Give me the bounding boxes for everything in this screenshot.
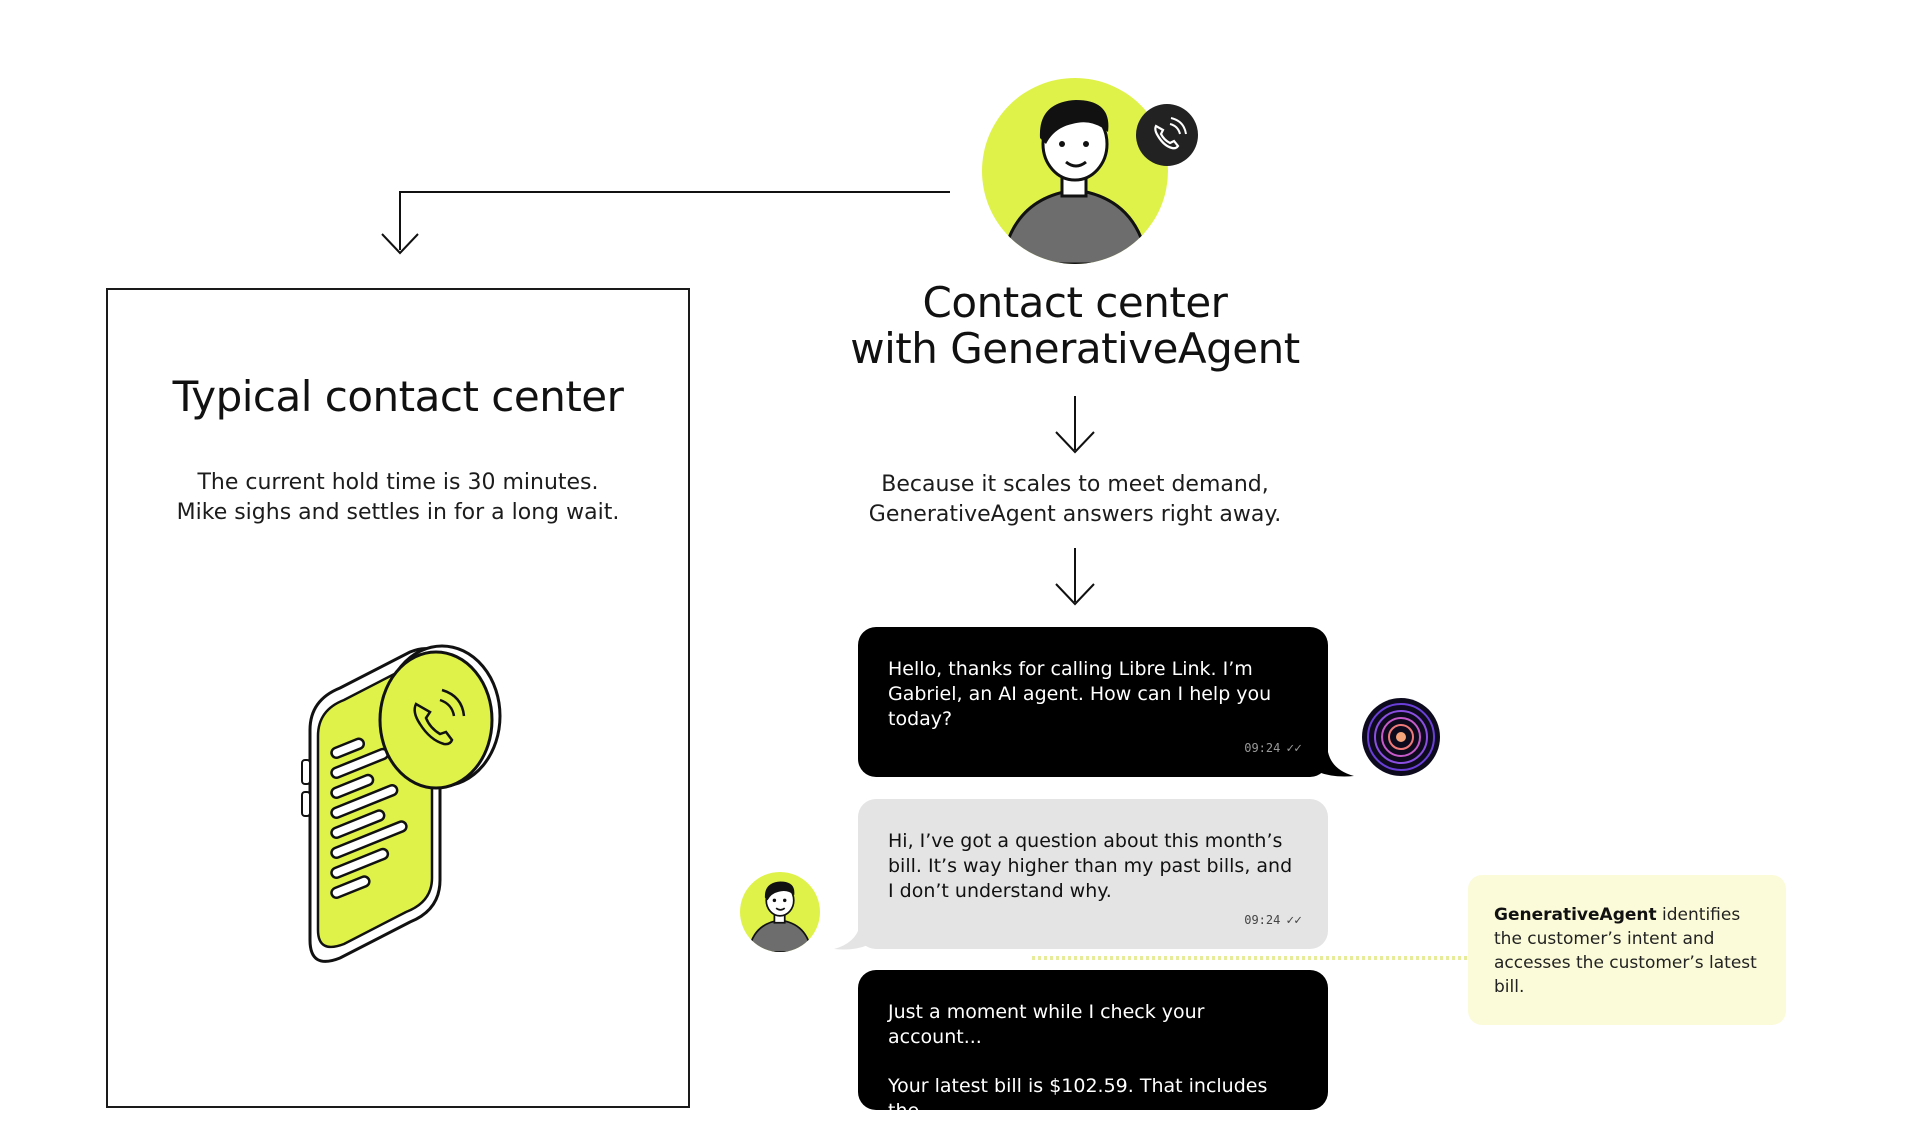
note-bold-text: GenerativeAgent [1494,905,1657,925]
customer-avatar-large [982,78,1168,264]
customer-avatar-small [740,872,820,952]
message-timestamp: 09:24 ✓✓ [1244,736,1302,761]
intent-note-box: GenerativeAgent identifies the customer’… [1468,875,1786,1025]
user-message-text: Hi, I’ve got a question about this month… [888,830,1293,902]
arrowhead-2 [1055,583,1095,606]
user-message-bubble: Hi, I’ve got a question about this month… [858,799,1328,949]
agent-bubble-tail [1318,752,1354,777]
note-text: identifies the customer’s intent and acc… [1494,905,1757,997]
agent-message-bubble-2: Just a moment while I check your account… [858,970,1328,1122]
phone-hold-illustration [290,630,510,990]
right-column-title: Contact center with GenerativeAgent [820,280,1330,372]
left-desc-line-1: The current hold time is 30 minutes. [197,470,599,495]
agent-message-text: Hello, thanks for calling Libre Link. I’… [888,658,1272,730]
agent-message-line-2: Your latest bill is $102.59. That includ… [888,1075,1268,1122]
right-desc-line-1: Because it scales to meet demand, [881,472,1269,497]
left-panel-description: The current hold time is 30 minutes. Mik… [108,468,688,528]
left-panel-title: Typical contact center [172,372,624,421]
phone-call-icon [1136,104,1198,166]
arrowhead-left [381,233,419,255]
right-desc-line-2: GenerativeAgent answers right away. [868,502,1282,527]
double-check-icon: ✓✓ [1286,913,1302,928]
connector-left-arrow [399,191,950,250]
user-bubble-tail [834,925,868,950]
right-title-line-1: Contact center [922,278,1228,327]
timestamp-text: 09:24 [1244,741,1281,755]
agent-message-bubble: Hello, thanks for calling Libre Link. I’… [858,627,1328,777]
message-timestamp: 09:24 ✓✓ [1244,908,1302,933]
timestamp-text: 09:24 [1244,913,1281,927]
agent-message-line-1: Just a moment while I check your account… [888,1001,1205,1048]
connector-lines [381,191,1468,960]
double-check-icon: ✓✓ [1286,741,1302,756]
left-desc-line-2: Mike sighs and settles in for a long wai… [176,500,620,525]
arrowhead-1 [1055,431,1095,454]
right-column-description: Because it scales to meet demand, Genera… [820,470,1330,530]
ai-agent-orb-icon [1362,698,1440,776]
right-title-line-2: with GenerativeAgent [850,324,1300,373]
